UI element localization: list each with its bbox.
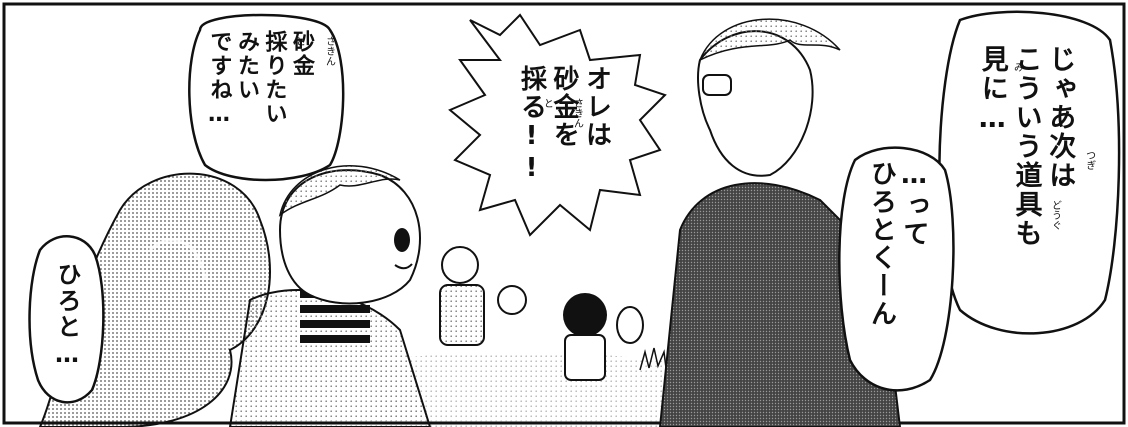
glasses-icon <box>702 74 732 96</box>
bubble-center-text: オレは 砂金を 採る!! <box>516 65 612 185</box>
furigana-dougu: どうぐ <box>1049 200 1061 230</box>
bubble-center-shape <box>448 13 667 237</box>
furigana-to-left: と <box>293 36 305 46</box>
bubble-right-sub-text: …って ひろとくーん <box>866 160 930 328</box>
bubble-left-bottom-text: ひろと… <box>53 262 81 370</box>
furigana-to-center: と <box>541 98 553 108</box>
right-man-hair <box>698 18 841 62</box>
grass-tuft <box>639 347 667 371</box>
sifting-pan <box>616 306 644 344</box>
background-figure-girl <box>439 246 485 346</box>
background-figure-baby <box>497 285 527 315</box>
furigana-sakin-left: さきん <box>323 36 335 66</box>
furigana-mi: み <box>1011 62 1023 72</box>
ground-tone <box>380 352 720 427</box>
bubble-left-bottom-shape <box>28 235 105 404</box>
bubble-right-text: じゃあ次は こういう道具も 見に… <box>976 45 1076 248</box>
furigana-tsugi: つぎ <box>1083 150 1095 170</box>
furigana-sakin-center: さきん <box>571 98 583 128</box>
bubble-right-sub-shape <box>838 146 955 392</box>
middle-girl-eye <box>394 228 410 252</box>
background-figure-boy <box>563 293 644 381</box>
bubble-left-top-text: 砂金 採りたい みたい ですね… <box>206 30 315 129</box>
bubble-left-top-shape <box>188 13 345 182</box>
